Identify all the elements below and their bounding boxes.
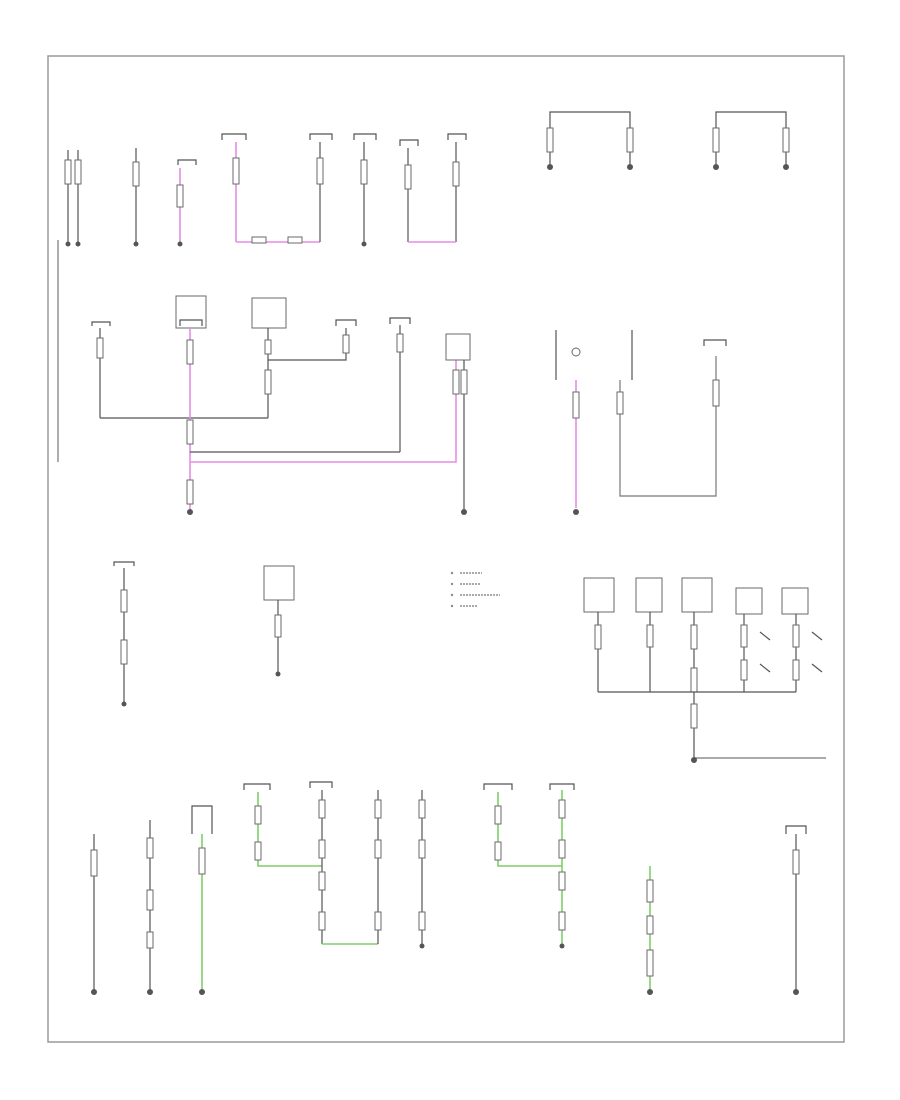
top-right-pairs-group (546, 111, 790, 170)
middle-left-ground-group (57, 240, 471, 515)
bottom-ground-group (90, 781, 807, 995)
lower-right-ground-group (583, 577, 826, 763)
diagram-frame (47, 55, 845, 1043)
wire-legend (450, 571, 500, 608)
middle-right-ground-group (555, 330, 727, 515)
lower-left-ground-group (113, 561, 295, 707)
top-left-ground-group (64, 133, 467, 247)
